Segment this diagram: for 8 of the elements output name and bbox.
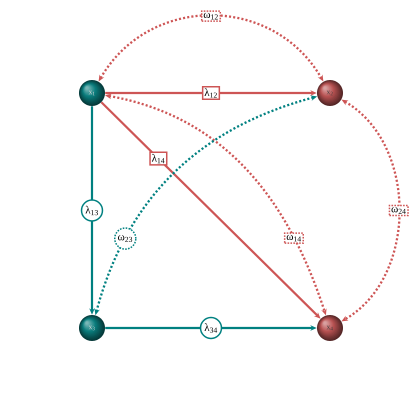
- edge-label: ω$_{24}$: [388, 204, 409, 216]
- edge-label: ω$_{12}$: [200, 10, 222, 22]
- edge-label: λ$_{13}$: [80, 199, 104, 222]
- edge-label: λ$_{14}$: [149, 152, 168, 166]
- edge-label: ω$_{14}$: [284, 232, 304, 244]
- edge-label: λ$_{34}$: [200, 316, 222, 340]
- edge-label: λ$_{12}$: [202, 86, 220, 100]
- edge-label: ω$_{23}$: [114, 227, 137, 250]
